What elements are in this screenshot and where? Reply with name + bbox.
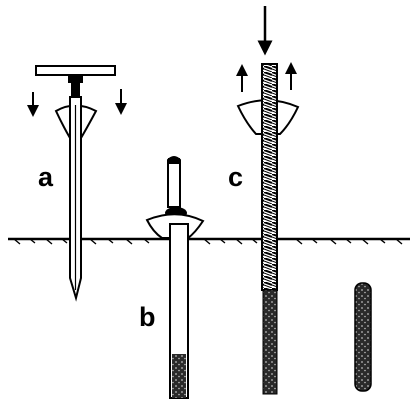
spiral-rod — [261, 63, 278, 291]
sampler-b: b — [139, 156, 205, 399]
ground-line — [8, 237, 410, 245]
label-b: b — [139, 302, 156, 332]
rod-b — [167, 156, 181, 208]
sampler-c: c — [228, 6, 300, 395]
extracted-core-sample — [354, 282, 372, 392]
core-sample-b — [172, 354, 186, 398]
label-c: c — [228, 162, 243, 192]
t-handle — [35, 65, 116, 76]
core-sample-c — [262, 289, 278, 395]
label-a: a — [38, 162, 54, 192]
handle-collar — [68, 75, 83, 83]
sampler-a: a — [27, 65, 127, 302]
handle-neck — [71, 83, 80, 97]
